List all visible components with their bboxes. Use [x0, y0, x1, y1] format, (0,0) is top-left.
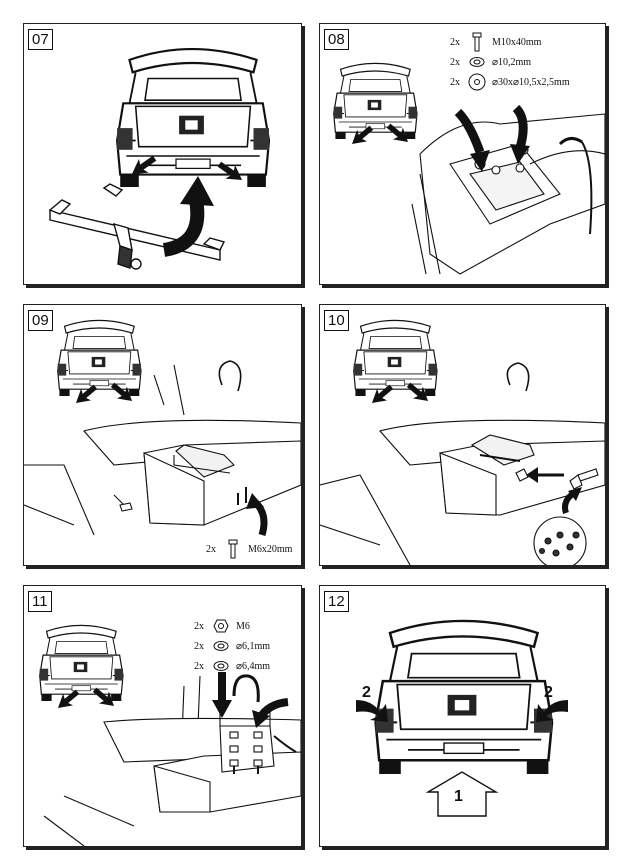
step-number: 07 [28, 29, 53, 50]
part-row: 2x M10x40mm [450, 32, 570, 52]
part-quantity: 2x [450, 56, 460, 68]
step-09-panel: 09 2x M6x20mm [23, 304, 302, 566]
ball-hitch-fixing-illustration [39, 624, 301, 846]
bracket-bolt-illustration [320, 319, 605, 565]
washer-icon [210, 637, 232, 655]
part-row: 2x ⌀30x⌀10,5x2,5mm [450, 72, 570, 92]
part-quantity: 2x [194, 640, 204, 652]
part-quantity: 2x [450, 36, 460, 48]
part-label: ⌀30x⌀10,5x2,5mm [492, 76, 570, 88]
step-number: 12 [324, 591, 349, 612]
part-label: ⌀10,2mm [492, 56, 532, 68]
part-row: 2x M6x20mm [206, 539, 292, 559]
callout-number: 2 [362, 684, 371, 701]
part-row: 2x ⌀10,2mm [450, 52, 570, 72]
part-quantity: 2x [194, 660, 204, 672]
part-row: 2x M6 [194, 616, 270, 636]
part-label: ⌀6,4mm [236, 660, 271, 672]
part-quantity: 2x [206, 543, 216, 555]
bracket-mounting-illustration [24, 319, 301, 537]
washer-icon [210, 657, 232, 675]
step-07-panel: 07 [23, 23, 302, 285]
parts-legend: 2x M10x40mm 2x ⌀10,2mm 2x ⌀30x⌀10,5x2,5m… [450, 32, 570, 92]
step-11-panel: 11 2x M6 2x [23, 585, 302, 847]
nut-icon [210, 617, 232, 635]
part-label: M10x40mm [492, 36, 542, 48]
part-row: 2x ⌀6,4mm [194, 656, 270, 676]
vehicle-rear-illustration [48, 47, 271, 270]
callout-number: 2 [544, 684, 553, 701]
step-number: 09 [28, 310, 53, 331]
part-row: 2x ⌀6,1mm [194, 636, 270, 656]
part-label: M6x20mm [248, 543, 293, 555]
bolt-icon [222, 539, 244, 559]
step-08-panel: 08 2x M10x40mm 2x ⌀1 [319, 23, 606, 285]
step-number: 10 [324, 310, 349, 331]
large-washer-icon [466, 73, 488, 91]
washer-icon [466, 53, 488, 71]
callout-number: 1 [454, 788, 463, 805]
bumper-refit-illustration [356, 619, 568, 817]
part-label: M6 [236, 620, 250, 632]
part-quantity: 2x [194, 620, 204, 632]
parts-legend: 2x M6 2x ⌀6,1mm 2x ⌀6,4mm [194, 616, 270, 676]
step-number: 11 [28, 591, 52, 612]
part-label: ⌀6,1mm [236, 640, 271, 652]
step-number: 08 [324, 29, 349, 50]
step-10-panel: 10 [319, 304, 606, 566]
bolt-icon [466, 32, 488, 52]
frame-mounting-illustration [333, 62, 605, 275]
parts-legend: 2x M6x20mm [206, 539, 292, 559]
step-12-panel: 12 2 2 1 [319, 585, 606, 847]
part-quantity: 2x [450, 76, 460, 88]
